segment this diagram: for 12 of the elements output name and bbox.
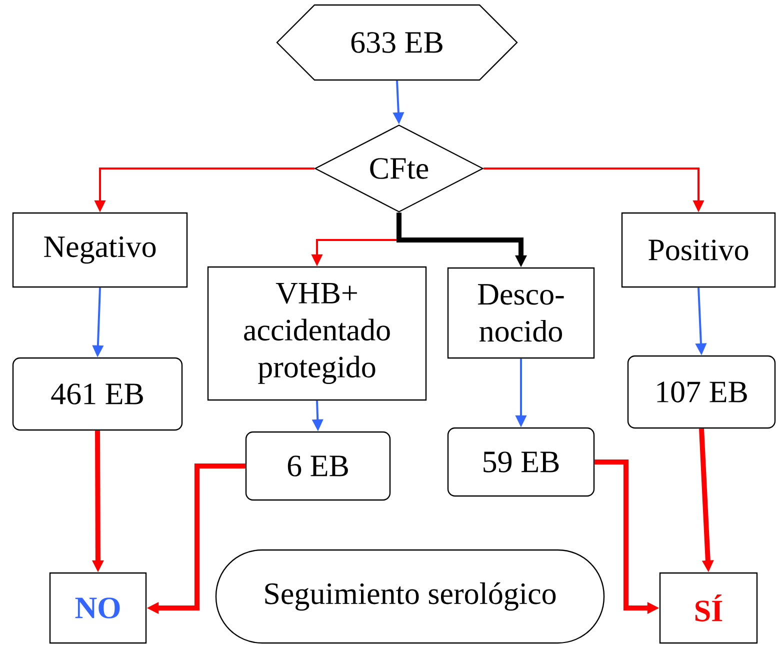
process-box: VHB+ accidentado protegido <box>207 266 427 401</box>
count-box: 59 EB <box>447 427 595 497</box>
count-box: 107 EB <box>627 355 776 429</box>
result-box: NO <box>49 572 147 644</box>
process-box: Negativo <box>12 212 188 288</box>
count-box: 6 EB <box>245 431 391 501</box>
terminal-box: Seguimiento serológico <box>215 549 605 644</box>
hexagon-box: 633 EB <box>276 4 518 81</box>
process-box: Positivo <box>621 212 776 288</box>
result-box: SÍ <box>659 572 758 644</box>
count-box: 461 EB <box>12 357 183 431</box>
process-box: Desco- nocido <box>447 267 595 359</box>
